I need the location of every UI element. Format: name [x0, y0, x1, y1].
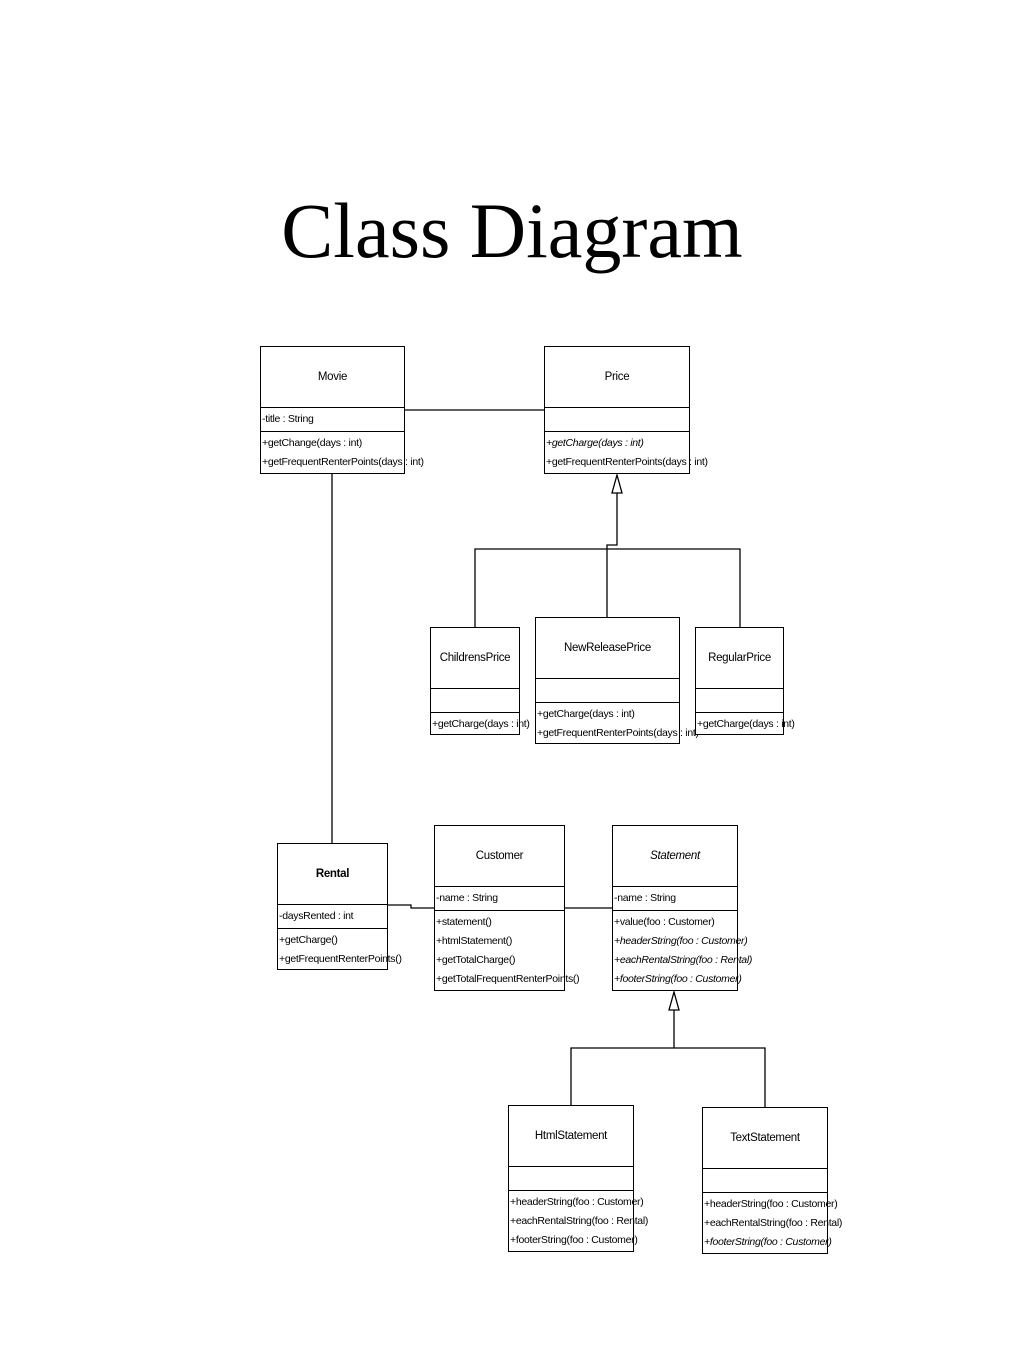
class-name: TextStatement [703, 1108, 827, 1169]
class-statement: Statement -name : String +value(foo : Cu… [612, 825, 753, 991]
page-title: Class Diagram [281, 187, 743, 274]
operation: +value(foo : Customer) [614, 916, 715, 928]
operation: +eachRentalString(foo : Rental) [614, 954, 753, 966]
attribute: -name : String [436, 892, 498, 904]
class-name: RegularPrice [696, 628, 783, 689]
class-name: Rental [278, 844, 387, 905]
operation: +getCharge() [279, 934, 338, 946]
operation: +htmlStatement() [436, 935, 513, 947]
class-name: Customer [435, 826, 564, 887]
class-text-statement: TextStatement +headerString(foo : Custom… [702, 1107, 843, 1254]
inheritance-arrow-statement [668, 989, 680, 1011]
operation: +footerString(foo : Customer) [510, 1234, 638, 1246]
class-regular-price: RegularPrice +getCharge(days : int) [695, 627, 795, 735]
operation: +getCharge(days : int) [697, 718, 795, 730]
operation: +getChange(days : int) [262, 437, 362, 449]
class-new-release-price: NewReleasePrice +getCharge(days : int) +… [535, 617, 699, 744]
class-name: Price [545, 347, 689, 408]
class-html-statement: HtmlStatement +headerString(foo : Custom… [508, 1105, 649, 1252]
operation: +getCharge(days : int) [432, 718, 530, 730]
class-name: ChildrensPrice [431, 628, 519, 689]
operation: +getCharge(days : int) [546, 437, 644, 449]
operation: +getTotalFrequentRenterPoints() [436, 973, 580, 985]
class-price: Price +getCharge(days : int) +getFrequen… [544, 346, 708, 474]
operation: +eachRentalString(foo : Rental) [704, 1217, 843, 1229]
association-rental-customer [388, 904, 434, 909]
operation: +getTotalCharge() [436, 954, 516, 966]
operation: +getCharge(days : int) [537, 708, 635, 720]
operation: +footerString(foo : Customer) [704, 1236, 832, 1248]
operation: +headerString(foo : Customer) [614, 935, 748, 947]
operation: +statement() [436, 916, 492, 928]
generalization-statement-subclasses [570, 1047, 766, 1107]
class-name: Statement [613, 826, 737, 887]
operation: +eachRentalString(foo : Rental) [510, 1215, 649, 1227]
operation: +footerString(foo : Customer) [614, 973, 742, 985]
attribute: -name : String [614, 892, 676, 904]
class-name: Movie [261, 347, 404, 408]
operation: +headerString(foo : Customer) [704, 1198, 838, 1210]
class-name: HtmlStatement [509, 1106, 633, 1167]
operation: +getFrequentRenterPoints(days : int) [546, 456, 708, 468]
operation: +getFrequentRenterPoints() [279, 953, 402, 965]
inheritance-arrow-price [611, 472, 623, 494]
operation: +headerString(foo : Customer) [510, 1196, 644, 1208]
attribute: -title : String [262, 413, 314, 425]
operation: +getFrequentRenterPoints(days : int) [537, 727, 699, 739]
attribute: -daysRented : int [279, 910, 354, 922]
class-name: NewReleasePrice [536, 618, 679, 679]
class-rental: Rental -daysRented : int +getCharge() +g… [277, 843, 402, 970]
class-movie: Movie -title : String +getChange(days : … [260, 346, 424, 474]
operation: +getFrequentRenterPoints(days : int) [262, 456, 424, 468]
class-childrens-price: ChildrensPrice +getCharge(days : int) [430, 627, 530, 735]
class-customer: Customer -name : String +statement() +ht… [434, 825, 580, 991]
